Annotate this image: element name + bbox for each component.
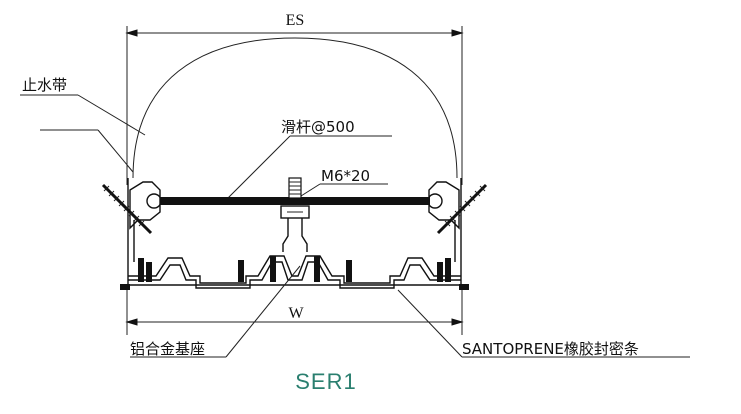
aluminum-base	[128, 255, 461, 289]
water-stop-arc	[132, 37, 458, 179]
w-dimension: W	[125, 290, 464, 335]
right-wall-profile	[454, 178, 462, 285]
bolt-leader: M6*20	[300, 167, 388, 197]
santoprene-leader: SANTOPRENE橡胶封密条	[397, 289, 690, 358]
slide-rod-label: 滑杆@500	[281, 118, 355, 136]
aluminum-base-label: 铝合金基座	[130, 340, 205, 358]
bolt-label: M6*20	[321, 167, 370, 185]
left-unlabeled-leader	[40, 129, 134, 173]
slide-rod-leader: 滑杆@500	[225, 118, 392, 201]
water-stop-leader: 止水带	[20, 76, 146, 136]
diagram-caption: SER1	[295, 369, 356, 394]
center-bolt-assembly	[280, 177, 310, 252]
santoprene-seals	[120, 256, 469, 290]
es-dimension: ES	[125, 12, 464, 185]
aluminum-base-leader: 铝合金基座	[130, 265, 301, 358]
left-wall-profile	[127, 178, 135, 285]
w-label: W	[288, 305, 304, 322]
es-label: ES	[286, 12, 305, 29]
slide-rod	[160, 197, 430, 205]
santoprene-label: SANTOPRENE橡胶封密条	[462, 340, 639, 358]
left-rod-connector	[129, 181, 162, 230]
water-stop-label: 止水带	[22, 76, 67, 94]
right-anchor-screw	[436, 183, 488, 235]
left-anchor-screw	[101, 183, 153, 235]
right-rod-connector	[427, 181, 460, 230]
